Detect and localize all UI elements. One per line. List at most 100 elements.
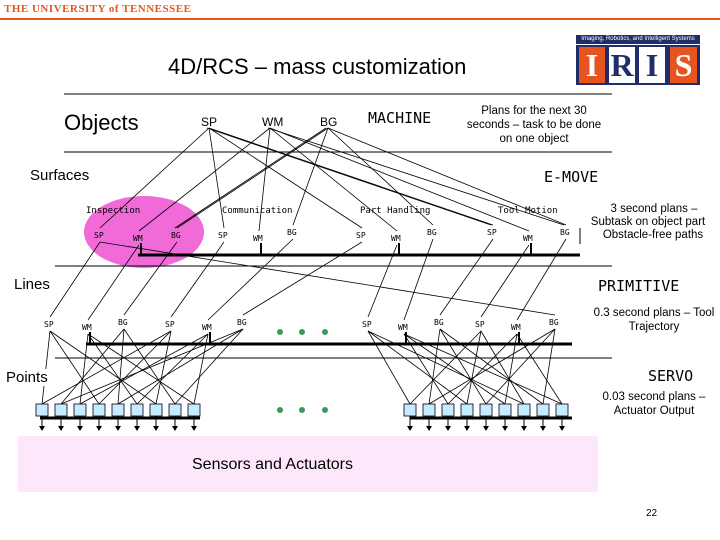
connector-machine-to-emove (208, 127, 225, 229)
emove-sp-label: SP (356, 231, 366, 240)
connector-machine-to-emove (99, 127, 210, 229)
connector-emove-to-primitive (123, 241, 178, 316)
machine-bg-label: BG (320, 115, 337, 129)
primitive-bg-label: BG (237, 318, 247, 327)
primitive-wm-label: WM (202, 323, 212, 332)
primitive-bg-label: BG (434, 318, 444, 327)
connector-primitive-to-servo (516, 333, 563, 405)
primitive-sp-label: SP (165, 320, 175, 329)
continuation-dot (277, 407, 283, 413)
connector-primitive-to-servo (367, 330, 525, 405)
connector-primitive-to-servo (504, 333, 518, 405)
emove-bg-label: BG (427, 228, 437, 237)
iris-caption: Imaging, Robotics, and Intelligent Syste… (576, 35, 700, 44)
connector-machine-to-emove (269, 127, 398, 232)
connector-primitive-to-servo (87, 333, 195, 405)
connector-emove-to-primitive (367, 244, 398, 318)
emove-sp-label: SP (218, 231, 228, 240)
connector-primitive-to-servo (117, 328, 125, 405)
servo-arrow-head (407, 426, 413, 431)
servo-node (35, 403, 49, 417)
connector-primitive-to-servo (98, 330, 172, 405)
connector-machine-to-emove (258, 127, 271, 232)
iris-logo: Imaging, Robotics, and Intelligent Syste… (576, 35, 700, 85)
connector-primitive-to-servo (367, 330, 468, 405)
connector-primitive-to-servo (79, 333, 209, 405)
connector-primitive-to-servo (403, 333, 563, 405)
primitive-wm-label: WM (398, 323, 408, 332)
connector-primitive-to-servo (367, 330, 411, 405)
layer-machine: MACHINE (368, 109, 432, 127)
servo-node (479, 403, 493, 417)
servo-arrow-head (134, 426, 140, 431)
layer-primitive: PRIMITIVE (598, 277, 680, 295)
slide-title: 4D/RCS – mass customization (168, 54, 467, 79)
servo-node (422, 403, 436, 417)
servo-arrow-head (172, 426, 178, 431)
connector-primitive-to-servo (428, 328, 441, 405)
servo-arrow-head (483, 426, 489, 431)
emove-bg-label: BG (171, 231, 181, 240)
machine-wm-label: WM (262, 115, 283, 129)
continuation-dot (322, 329, 328, 335)
servo-arrow-head (77, 426, 83, 431)
connector-machine-to-emove (138, 127, 271, 232)
connector-emove-to-primitive (170, 241, 225, 318)
connector-primitive-to-servo (439, 328, 487, 405)
connector-emove-to-primitive (403, 238, 434, 321)
connector-primitive-to-servo (155, 330, 172, 405)
primitive-wm-label: WM (82, 323, 92, 332)
servo-node (460, 403, 474, 417)
level-points: Points (6, 369, 48, 386)
servo-arrow-head (502, 426, 508, 431)
level-objects: Objects (64, 110, 139, 135)
servo-node (498, 403, 512, 417)
primitive-sp-label: SP (475, 320, 485, 329)
servo-arrow-head (58, 426, 64, 431)
emove-sp-label: SP (94, 231, 104, 240)
connector-primitive-to-servo (60, 328, 125, 405)
connector-primitive-to-servo (136, 333, 209, 405)
servo-node (73, 403, 87, 417)
servo-node (130, 403, 144, 417)
machine-sp-label: SP (201, 115, 217, 129)
continuation-dot (299, 407, 305, 413)
connector-primitive-to-servo (439, 328, 544, 405)
connector-machine-to-emove (292, 127, 329, 226)
iris-letter-r: R (609, 47, 635, 83)
servo-arrow-head (540, 426, 546, 431)
emove-wm-label: WM (253, 234, 263, 243)
primitive-bg-label: BG (118, 318, 128, 327)
servo-node (187, 403, 201, 417)
connector-primitive-to-servo (480, 330, 525, 405)
emove-bg-label: BG (287, 228, 297, 237)
servo-node (92, 403, 106, 417)
iris-letter-i2: I (639, 47, 665, 83)
servo-node (517, 403, 531, 417)
connector-primitive-to-servo (49, 330, 100, 405)
servo-arrow-head (115, 426, 121, 431)
subtask-label-part-handling: Part Handling (360, 206, 430, 216)
note-emove-3: Obstacle-free paths (590, 229, 716, 241)
connector-machine-to-emove (327, 127, 434, 226)
emove-bg-label: BG (560, 228, 570, 237)
servo-arrow-head (445, 426, 451, 431)
servo-arrow-head (521, 426, 527, 431)
note-primitive: 0.3 second plans – Tool Trajectory (590, 306, 718, 334)
continuation-dot (277, 329, 283, 335)
connector-primitive-to-servo (60, 328, 244, 405)
primitive-wm-label: WM (511, 323, 521, 332)
connector-machine-to-emove (269, 127, 530, 232)
servo-arrow-head (426, 426, 432, 431)
primitive-sp-label: SP (44, 320, 54, 329)
connector-emove-to-primitive (87, 244, 140, 321)
emove-wm-label: WM (391, 234, 401, 243)
servo-node (54, 403, 68, 417)
connector-primitive-to-servo (542, 328, 556, 405)
connector-machine-to-emove (267, 127, 565, 226)
servo-node (111, 403, 125, 417)
note-machine: Plans for the next 30 seconds – task to … (466, 105, 602, 145)
connector-primitive-to-servo (49, 330, 157, 405)
connector-machine-to-emove (206, 127, 492, 226)
